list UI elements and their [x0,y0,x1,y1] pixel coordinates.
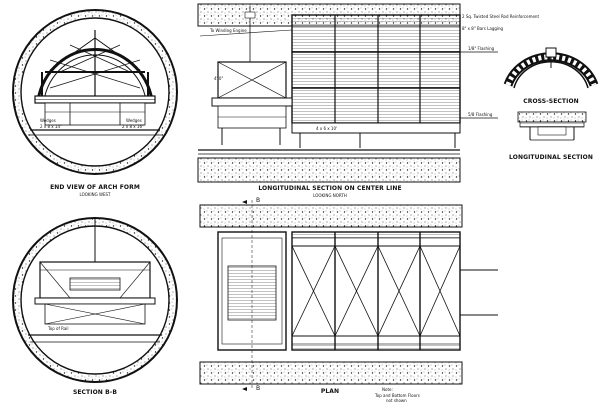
plan-title: PLAN [320,388,340,395]
longitudinal-title: LONGITUDINAL SECTION ON CENTER LINE [258,185,402,192]
longitudinal-subtitle: LOOKING NORTH [313,193,347,198]
end-view-drawing [12,9,178,175]
longitudinal-section-drawing [197,3,498,183]
note-flashing-2: 5/8 Flashing [468,112,493,117]
plan-drawing [199,200,498,391]
note-wedges-left-size: 2 x 8 x 14" [40,124,62,129]
cross-section-detail [503,47,599,89]
note-wedges-right: Wedges [126,118,142,123]
section-bb-title: SECTION B-B [72,389,118,396]
note-wedges-right-size: 2 x 8 x 16" [122,124,144,129]
longitudinal-detail-title: LONGITUDINAL SECTION [509,154,593,161]
note-flashing-1: 1/8" Flashing [468,46,495,51]
note-lagging: 8" x 8" Bars Lagging [462,26,504,31]
section-bb-drawing [12,217,178,383]
note-twisted-rod: 2 Sq. Twisted Steel Rod Reinforcement [462,14,540,19]
note-top-of-rail: Top of Rail [48,326,69,331]
plan-marker-b-bottom: B [256,385,261,392]
note-timber-size: 4 x 6 x 10' [316,126,338,131]
note-dimension-4ft: 4' 0" [214,76,224,81]
note-winding-engine: To Winding Engine [210,28,247,33]
plan-marker-b-top: B [256,197,261,204]
note-wedges-left: Wedges [40,118,56,123]
plan-note-floors: Top and Bottom Floors [375,393,420,398]
end-view-subtitle: LOOKING WEST [79,192,111,197]
longitudinal-section-detail [517,111,587,141]
cross-section-title: CROSS-SECTION [523,98,579,105]
end-view-title: END VIEW OF ARCH FORM [50,184,140,191]
plan-note-label: Note: [382,387,393,392]
plan-note-not-shown: not shown [386,398,407,403]
